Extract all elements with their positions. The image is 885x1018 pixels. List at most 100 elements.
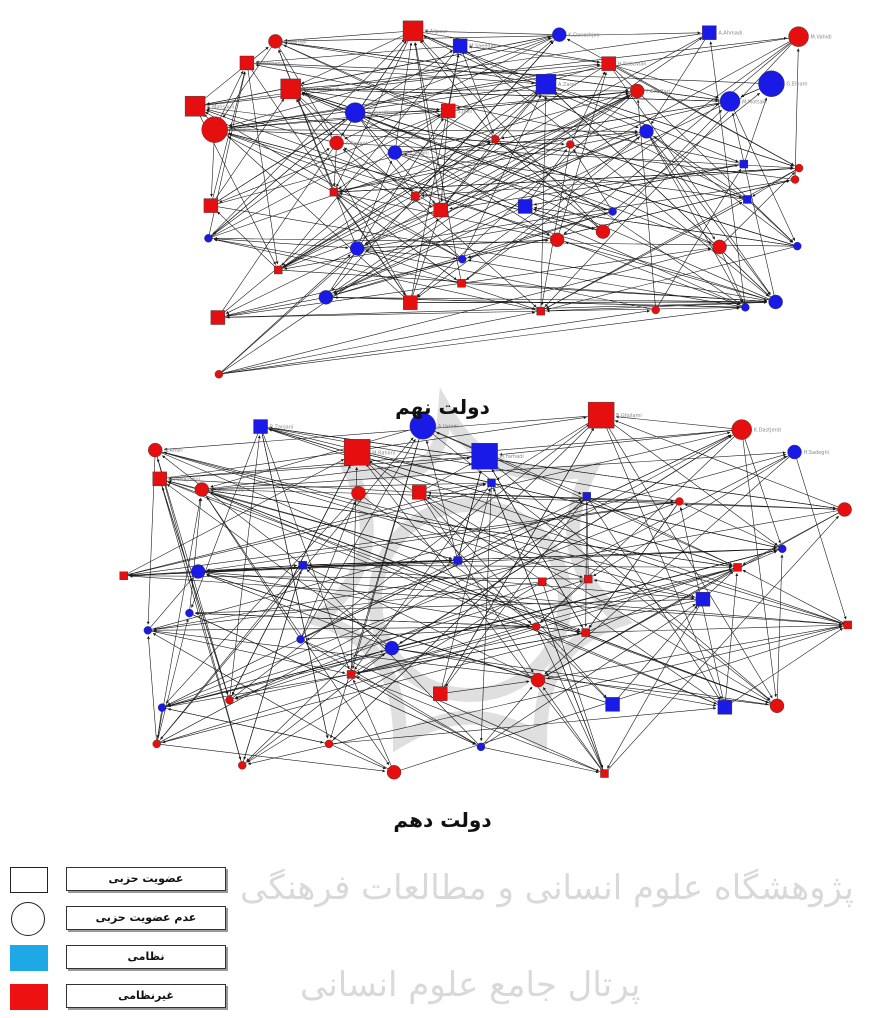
tenth-node-civilian-circle [225,695,234,705]
ninth-edge [545,83,794,167]
ninth-node-military-circle [387,145,403,160]
ninth-node-civilian-square [457,279,466,288]
ninth-node-military-circle [768,294,783,310]
tenth-edge [742,509,845,565]
ninth-edge [337,196,411,303]
ninth-node-civilian-circle [595,224,611,239]
tenth-edge [129,501,680,577]
ninth-edge [459,45,769,297]
ninth-node-civilian-circle [491,135,500,144]
legend-item-military: نظامی [8,940,228,977]
ninth-edge [206,109,746,308]
tenth-edge [162,455,303,566]
ninth-edge [246,62,279,265]
legend-item-non-party-member: عدم عضویت حزبی [8,901,228,938]
ninth-edge [462,180,790,260]
tenth-node-civilian-circle [386,765,402,780]
tenth-node-civilian-square [733,563,742,572]
ninth-edge [612,92,760,212]
ninth-government-caption: دولت نهم [395,395,490,419]
tenth-edge [585,623,842,633]
ninth-edge [546,307,746,313]
tenth-edge [350,467,359,675]
ninth-edge [354,112,413,192]
square-outline-icon [10,867,48,893]
tenth-edge [147,630,346,675]
ninth-network-nodes: M.HashemiH.KamaliS.AlipourM.SaeedlouK.Da… [184,20,832,379]
tenth-edge [544,451,795,675]
ninth-edge [225,144,571,314]
ninth-edge [394,130,638,153]
tenth-node-civilian-circle [769,698,785,714]
ninth-edge [218,306,740,375]
ninth-node-military-square [739,159,749,169]
ninth-edge [246,62,406,296]
ninth-edge [421,167,800,198]
tenth-node-military-square [298,560,307,570]
tenth-edge [123,459,345,576]
ninth-node-civilian-circle [790,175,800,184]
ninth-edge [501,101,731,140]
ninth-node-civilian-square [402,20,424,42]
tenth-edge [206,501,680,572]
tenth-node-civilian-square [538,577,547,586]
ninth-node-label: K.Mahsouli [207,104,234,110]
tenth-edge [229,435,261,701]
ninth-node-label: A.Rezaei [346,141,367,147]
tenth-node-military-circle [185,608,194,618]
ninth-node-civilian-circle [651,305,660,315]
tenth-edge [584,496,588,627]
tenth-edge [307,567,539,681]
tenth-edge [419,482,486,493]
ninth-edge [365,131,647,246]
tenth-node-military-square [605,697,620,712]
ninth-node-label: A.Ahmadi [718,31,742,37]
ninth-node-military-circle [793,241,802,251]
tenth-edge [480,686,533,748]
tenth-edge [585,550,778,633]
ninth-node-civilian-circle [712,239,727,255]
ninth-edge [499,142,604,232]
legend-label: نظامی [66,945,226,969]
ninth-edge [284,30,414,42]
tenth-edge [300,501,356,640]
ninth-edge [357,179,790,249]
ninth-edge [651,32,710,125]
ninth-node-military-circle [345,102,366,123]
legend-label: عضویت حزبی [66,867,226,891]
tenth-edge [542,687,605,774]
ninth-edge [246,62,535,85]
ninth-node-civilian-square [203,198,219,213]
ninth-node-military-square [702,25,717,40]
ninth-node-civilian-circle [268,34,283,49]
ninth-node-label: F.Ghaffari [646,89,670,95]
ninth-edge [355,37,552,113]
ninth-edge [336,30,414,188]
tenth-node-civilian-circle [152,739,161,749]
tenth-edge [147,453,787,631]
tenth-node-civilian-square [584,574,593,584]
tenth-edge [328,500,583,745]
legend-label: عدم عضویت حزبی [66,906,226,930]
tenth-edge [168,429,742,480]
tenth-node-label: A.Vahidi [438,424,458,430]
ninth-edge [743,97,768,165]
ninth-edge [290,63,601,90]
ninth-edge [752,167,800,197]
ninth-edge [563,36,799,235]
tenth-node-civilian-circle [530,672,546,688]
tenth-network-edges [123,414,848,774]
ninth-edge [214,64,601,130]
ninth-edge [283,63,609,268]
tenth-node-military-square [253,419,268,434]
ninth-edge [227,136,463,260]
ninth-edge [410,300,767,304]
tenth-node-civilian-square [581,628,590,637]
ninth-node-military-circle [719,91,741,112]
ninth-edge [228,133,776,303]
tenth-edge [440,488,491,694]
tenth-edge [306,626,536,641]
watermark-text-line2: پرتال جامع علوم انسانی [300,965,641,1005]
ninth-edge [355,112,550,236]
ninth-edge [365,249,656,311]
